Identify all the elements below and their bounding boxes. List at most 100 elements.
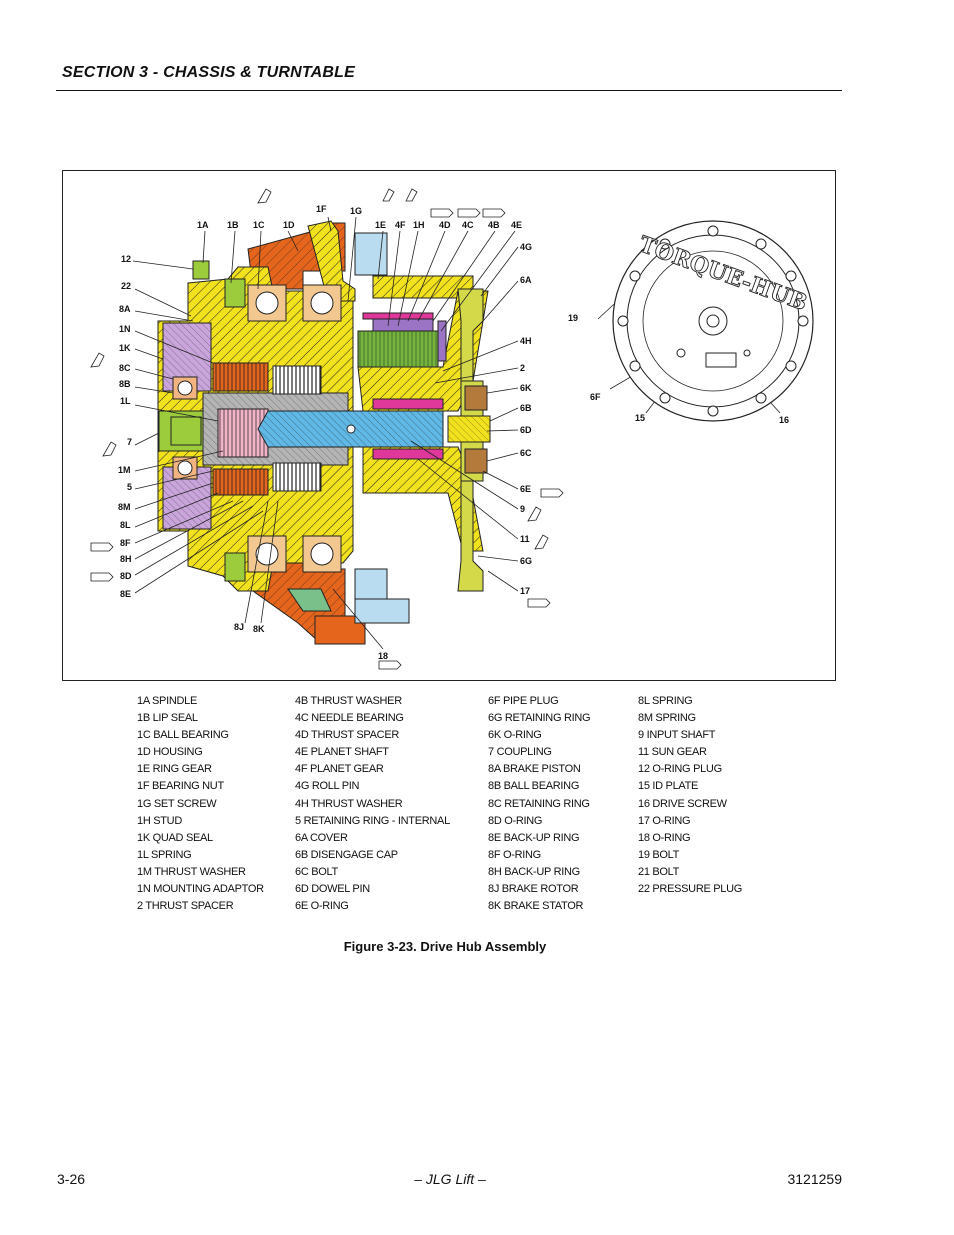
callout-6b: 6B [520,403,532,413]
legend-item: 4C NEEDLE BEARING [295,712,404,725]
callout-1c: 1C [253,220,265,230]
footer-brand: – JLG Lift – [414,1171,486,1187]
callout-8c: 8C [119,363,131,373]
callout-8h: 8H [120,554,132,564]
torque-hub-end-view: TORQUE-HUB [612,220,814,422]
figure-caption: Figure 3-23. Drive Hub Assembly [343,939,547,954]
document-number: 3121259 [787,1171,842,1187]
callout-8e: 8E [120,589,132,599]
legend-item: 16 DRIVE SCREW [638,797,727,810]
section-title: SECTION 3 - CHASSIS & TURNTABLE [62,64,356,81]
thrust-washers [362,312,447,362]
legend-item: 8E BACK-UP RING [488,831,580,844]
callout-1k: 1K [119,343,131,353]
callout-15: 15 [635,413,646,423]
legend-item: 1L SPRING [137,848,192,861]
bolts-6c [464,385,488,474]
callout-4g: 4G [520,242,533,252]
callout-4b: 4B [488,220,500,230]
callout-4c: 4C [462,220,474,230]
legend-item: 1D HOUSING [137,746,203,759]
callout-12: 12 [121,254,132,264]
callout-16: 16 [779,415,790,425]
callout-7: 7 [127,437,133,447]
callout-8m: 8M [118,502,131,512]
page-number: 3-26 [57,1171,86,1187]
callout-1e: 1E [375,220,387,230]
callout-6f: 6F [590,392,601,402]
callout-8j: 8J [234,622,245,632]
legend-item: 6F PIPE PLUG [488,695,559,707]
legend-item: 5 RETAINING RING - INTERNAL [295,814,450,827]
input-shaft-9 [257,410,444,448]
callout-2: 2 [520,363,526,373]
header-rule [56,90,842,91]
legend-item: 1G SET SCREW [137,797,217,810]
callout-8b: 8B [119,379,131,389]
drive-screw-16 [743,349,751,357]
sun-gear-11 [372,398,444,460]
callout-6g: 6G [520,556,533,566]
callout-4h: 4H [520,336,532,346]
callout-1g: 1G [350,206,363,216]
drive-hub-drawing: TORQUE-HUB [90,188,814,670]
callout-6c: 6C [520,448,532,458]
legend-item: 6E O-RING [295,900,349,913]
legend-item: 4E PLANET SHAFT [295,746,389,759]
legend-item: 11 SUN GEAR [638,746,707,759]
lip-seal-1b [224,278,246,582]
ball-bearing-1c [247,284,342,573]
legend-item: 6K O-RING [488,729,542,742]
callout-4f: 4F [395,220,406,230]
legend-item: 6C BOLT [295,865,338,878]
legend-item: 17 O-RING [638,814,691,827]
legend-item: 1C BALL BEARING [137,729,229,742]
legend-item: 6B DISENGAGE CAP [295,848,398,861]
callout-17: 17 [520,586,531,596]
callout-1d: 1D [283,220,295,230]
legend-item: 8K BRAKE STATOR [488,900,584,913]
legend-item: 1H STUD [137,814,182,827]
legend-item: 12 O-RING PLUG [638,763,722,776]
legend-item: 6D DOWEL PIN [295,883,370,896]
callout-6k: 6K [520,383,532,393]
legend-item: 4B THRUST WASHER [295,695,402,707]
callout-9: 9 [520,504,526,514]
legend-item: 4G ROLL PIN [295,780,360,793]
callout-1h: 1H [413,220,425,230]
callout-4d: 4D [439,220,451,230]
legend-item: 8J BRAKE ROTOR [488,883,579,896]
callout-8l: 8L [120,520,131,530]
id-plate-15 [705,352,737,368]
callout-11: 11 [520,534,530,544]
legend-item: 8C RETAINING RING [488,797,590,810]
pipe-plug-6f [676,348,686,358]
callout-1a: 1A [197,220,209,230]
disengage-cap-6b [447,415,491,443]
legend-item: 22 PRESSURE PLUG [638,883,743,896]
planet-gear-4f [357,318,439,368]
torque-arrow-icons [90,188,564,670]
callout-19: 19 [568,313,579,323]
legend-item: 6A COVER [295,831,348,844]
legend-item: 15 ID PLATE [638,780,699,793]
callout-8f: 8F [120,538,131,548]
legend-item: 1B LIP SEAL [137,712,198,725]
legend-item: 8L SPRING [638,695,693,707]
callout-22: 22 [121,281,132,291]
callout-6a: 6A [520,275,532,285]
callout-1f: 1F [316,204,327,214]
callout-18: 18 [378,651,389,661]
bolt-19-icons [617,225,809,417]
legend-item: 4F PLANET GEAR [295,763,384,776]
legend-item: 1M THRUST WASHER [137,865,246,878]
callout-1b: 1B [227,220,239,230]
legend-item: 8H BACK-UP RING [488,865,580,878]
legend-item: 8F O-RING [488,848,541,861]
parts-legend: 1A SPINDLE 1B LIP SEAL 1C BALL BEARING 1… [0,693,954,919]
legend-item: 1A SPINDLE [137,695,197,707]
callout-1l: 1L [120,396,131,406]
legend-item: 9 INPUT SHAFT [638,729,716,742]
planet-carrier [357,290,489,552]
legend-item: 4H THRUST WASHER [295,797,403,810]
